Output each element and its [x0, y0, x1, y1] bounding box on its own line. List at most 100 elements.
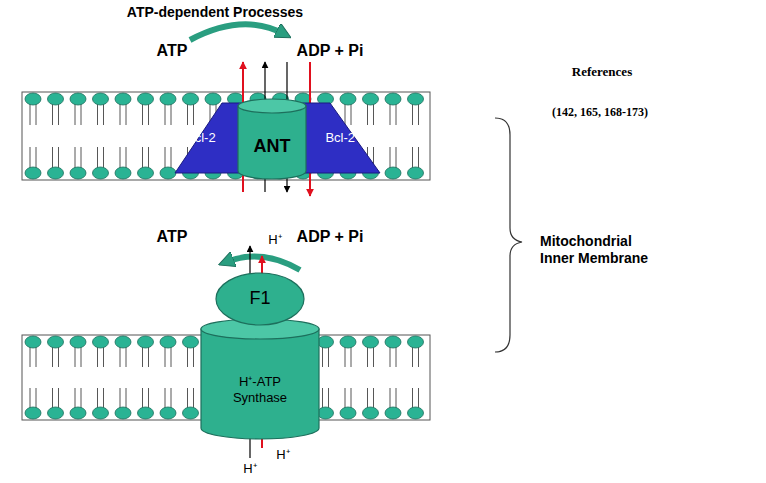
- lipid-head: [25, 407, 41, 419]
- membrane-outline: [22, 92, 430, 180]
- lipid-head: [408, 93, 424, 105]
- protein-band: Bcl-2 Bcl-2 ANT: [175, 103, 380, 173]
- lipid: [25, 93, 41, 125]
- node-label: Bcl-2: [325, 130, 355, 146]
- lipid-head: [70, 336, 86, 348]
- lipid-head: [340, 407, 356, 419]
- lipid-head: [115, 336, 131, 348]
- ellipse-shape: [216, 273, 304, 325]
- lipid: [363, 93, 379, 125]
- lipid-head: [183, 336, 199, 348]
- lipid: [318, 388, 334, 419]
- lipid-head: [340, 93, 356, 105]
- lipid: [363, 336, 379, 367]
- lipid: [385, 336, 401, 367]
- lipid-head: [93, 336, 109, 348]
- lipid: [408, 93, 424, 125]
- lipid-head: [318, 336, 334, 348]
- lipid-head: [138, 336, 154, 348]
- proton-label: H⁺: [268, 232, 281, 248]
- lipid-head: [70, 93, 86, 105]
- lipid: [48, 336, 64, 367]
- lipid-head: [363, 407, 379, 419]
- lipid-head: [205, 93, 221, 105]
- lipid-head: [363, 336, 379, 348]
- lipid: [363, 388, 379, 419]
- lipid-head: [408, 407, 424, 419]
- lipid-head: [160, 93, 176, 105]
- proton-label: H⁺: [276, 447, 289, 463]
- molecule-label: ATP: [157, 41, 188, 60]
- node-label: H⁺-ATP Synthase: [218, 374, 302, 405]
- lipid-head: [93, 407, 109, 419]
- lipid: [183, 93, 199, 125]
- lipid: [93, 388, 109, 419]
- molecule-label: ATP: [157, 227, 188, 246]
- membrane-label: Mitochondrial Inner Membrane: [540, 233, 658, 267]
- lipid-head: [48, 93, 64, 105]
- reference-heading: References: [572, 64, 632, 80]
- lipid: [70, 147, 86, 179]
- lipid: [138, 388, 154, 419]
- lipid: [70, 93, 86, 125]
- cylinder-top: [201, 319, 319, 339]
- lipid: [115, 147, 131, 179]
- lipid-head: [385, 407, 401, 419]
- node-label: F1: [249, 288, 270, 310]
- f1-head: F1: [215, 272, 305, 326]
- lipid: [70, 336, 86, 367]
- lipid-head: [385, 167, 401, 179]
- lipid-head: [408, 336, 424, 348]
- lipid-head: [318, 407, 334, 419]
- node-label: Bcl-2: [186, 130, 216, 146]
- lipid: [138, 336, 154, 367]
- lipid-head: [340, 336, 356, 348]
- lipid-head: [160, 407, 176, 419]
- lipid: [48, 147, 64, 179]
- lipid: [160, 93, 176, 125]
- lipid: [340, 336, 356, 367]
- lipid: [115, 336, 131, 367]
- node-label: ANT: [254, 136, 291, 158]
- lipid: [25, 388, 41, 419]
- lipid-head: [160, 336, 176, 348]
- lipid: [70, 388, 86, 419]
- lipid: [408, 388, 424, 419]
- cylinder-body: [238, 106, 306, 179]
- process-heading: ATP-dependent Processes: [127, 4, 303, 21]
- cylinder-top: [238, 99, 306, 113]
- lipid-head: [138, 167, 154, 179]
- lipid-head: [138, 407, 154, 419]
- molecule-label: ADP + Pi: [297, 41, 364, 60]
- lipid: [385, 388, 401, 419]
- lipid-head: [48, 167, 64, 179]
- lipid: [138, 147, 154, 179]
- synthase-cylinder: H⁺-ATP Synthase: [200, 318, 320, 440]
- lipid: [25, 147, 41, 179]
- lipid-head: [48, 407, 64, 419]
- lipid-head: [408, 167, 424, 179]
- lipid-head: [70, 167, 86, 179]
- lipid: [115, 388, 131, 419]
- lipid-head: [183, 407, 199, 419]
- lipid: [25, 336, 41, 367]
- lipid-head: [138, 93, 154, 105]
- lipid: [183, 388, 199, 419]
- lipid: [408, 147, 424, 179]
- lipid-head: [160, 167, 176, 179]
- process-arrow: [190, 24, 284, 40]
- lipid-head: [115, 93, 131, 105]
- lipid: [385, 93, 401, 125]
- lipid-head: [183, 93, 199, 105]
- proton-label: H⁺: [243, 461, 256, 477]
- lipid: [93, 147, 109, 179]
- lipid-head: [363, 93, 379, 105]
- lipid: [160, 147, 176, 179]
- lipid: [93, 93, 109, 125]
- lipid-head: [48, 336, 64, 348]
- lipid: [48, 388, 64, 419]
- lipid-head: [93, 93, 109, 105]
